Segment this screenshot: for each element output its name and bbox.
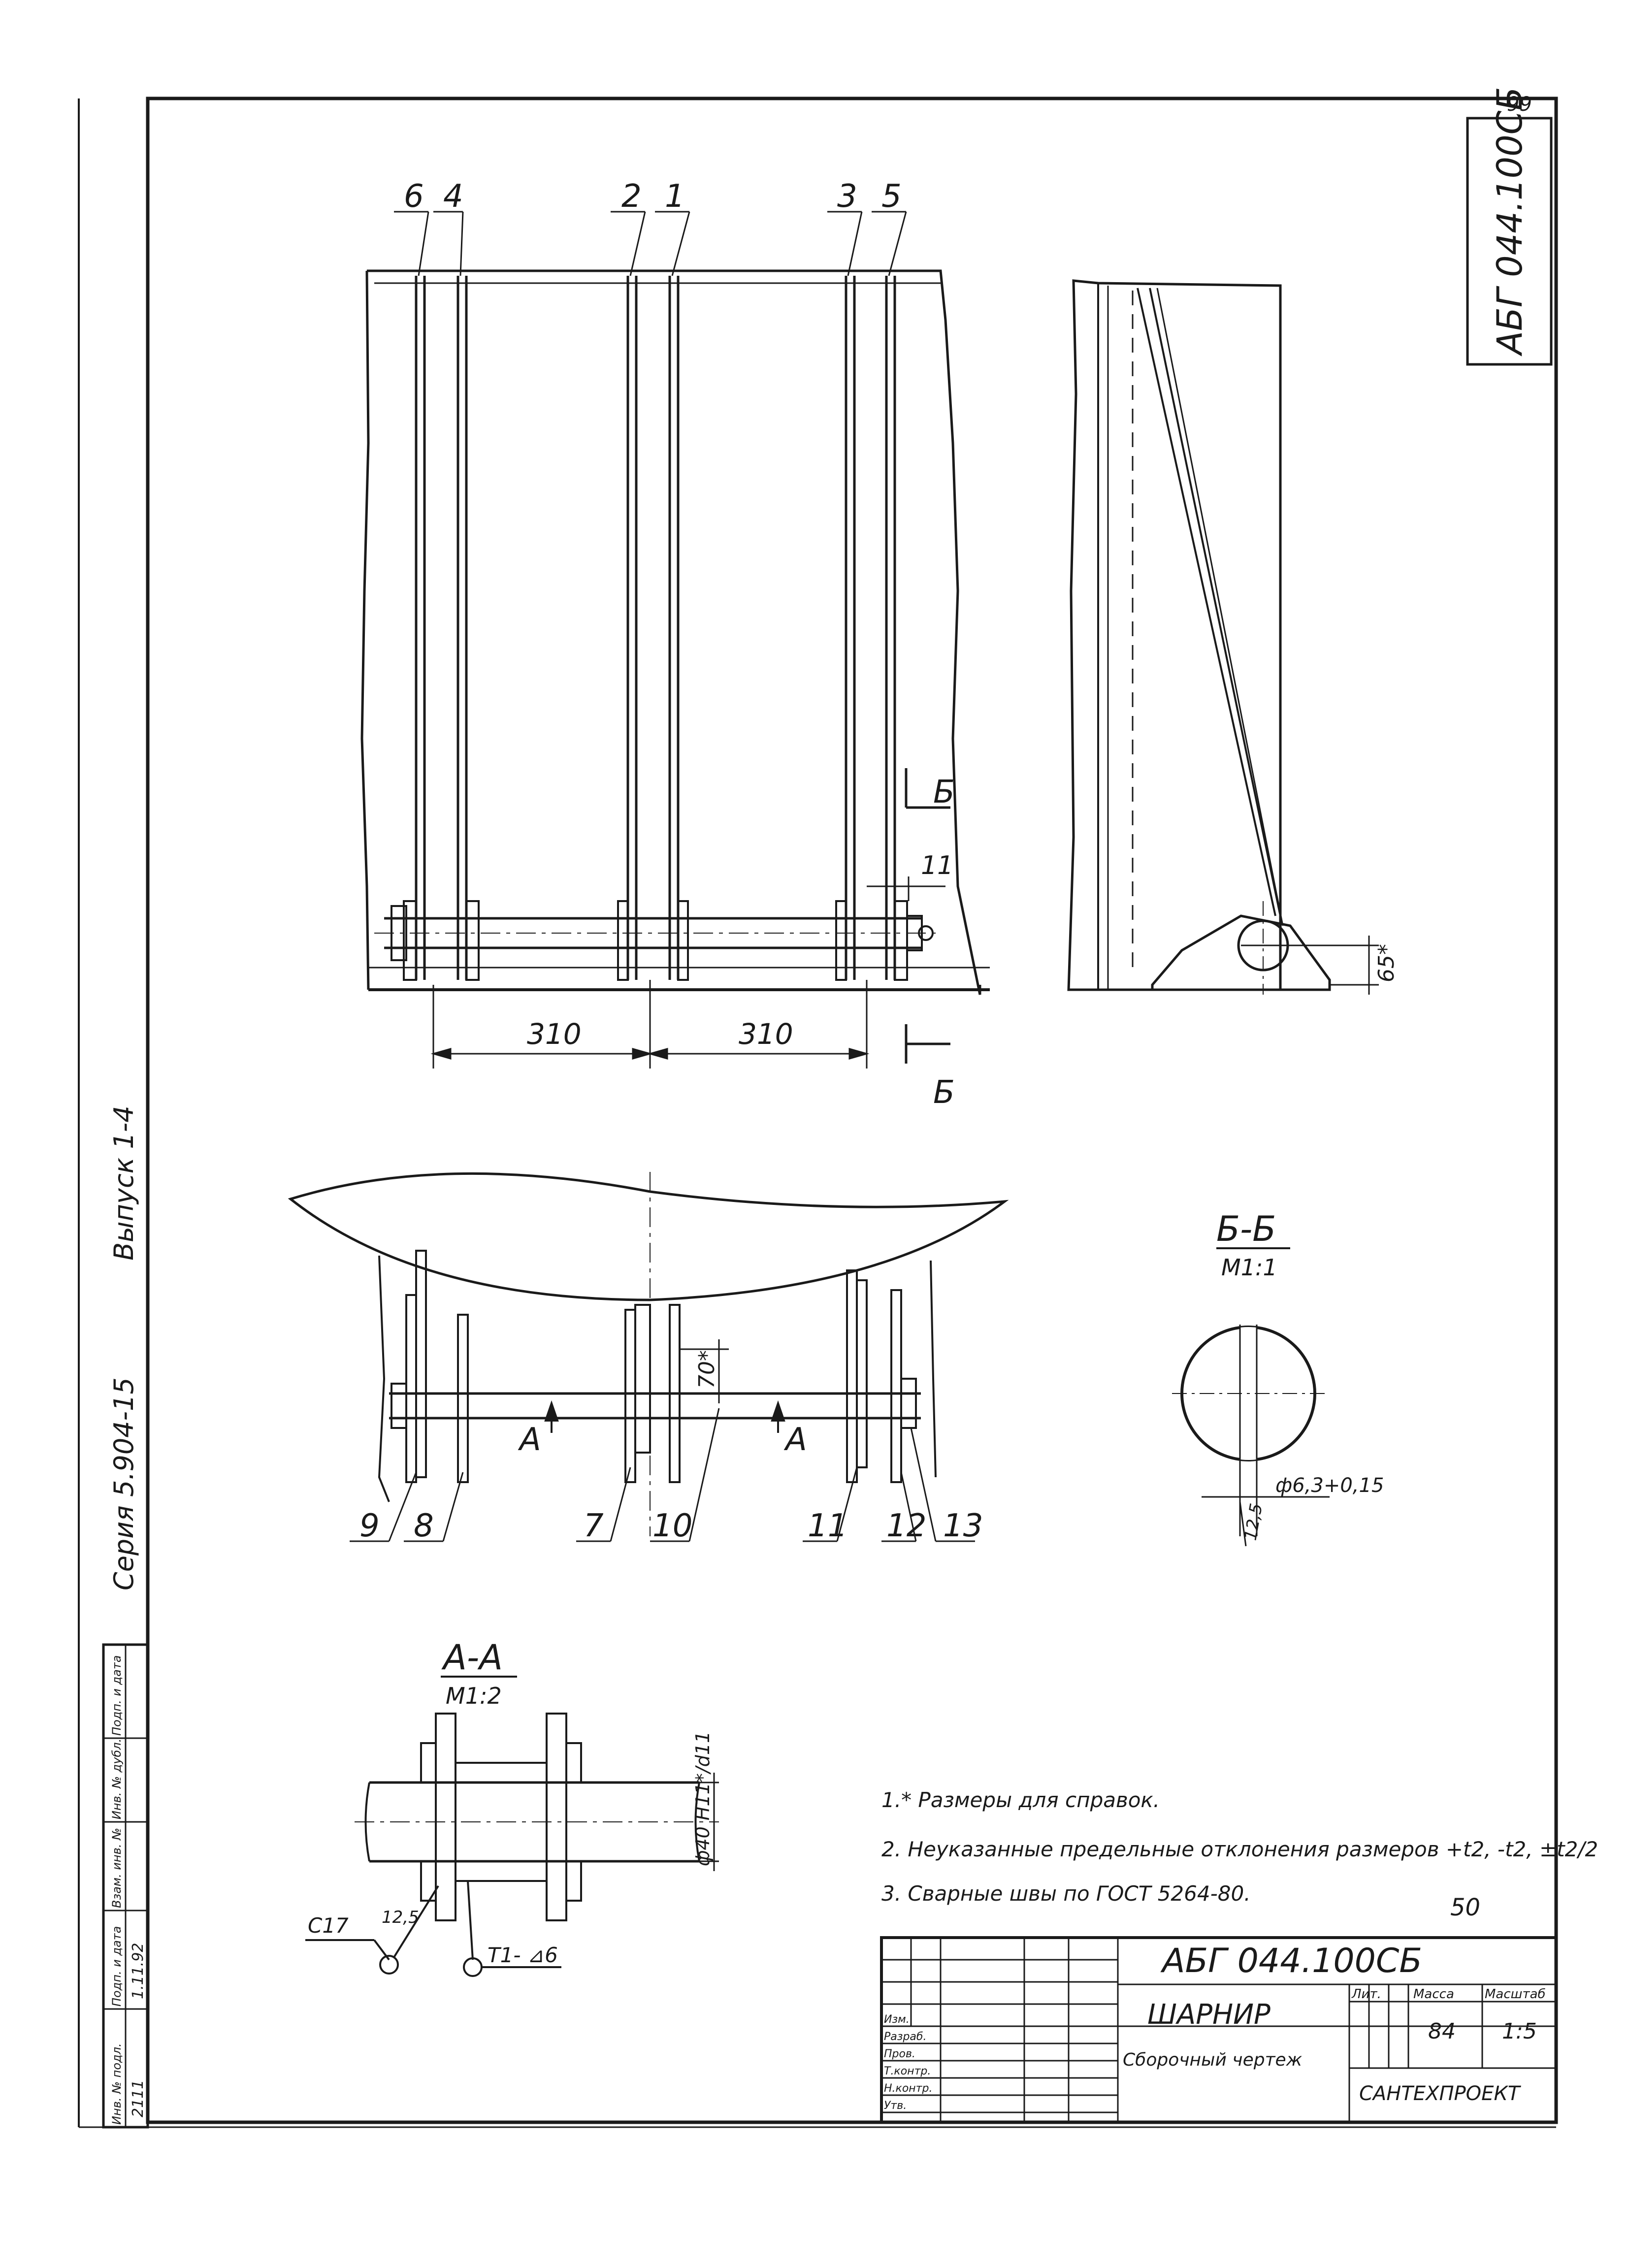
stamp-date: 1.11.92 (130, 1943, 147, 1999)
dim-70: 70* (694, 1350, 719, 1389)
callout-7: 7 (584, 1508, 604, 1544)
stamp-h4: Инв. № дубл. (110, 1739, 124, 1819)
plan-view: А А 70* 9 8 7 10 11 12 13 (288, 1172, 1009, 1544)
section-aa-title: А-А (441, 1637, 503, 1678)
title-mass: 84 (1428, 2019, 1456, 2044)
corner-code-box: АБГ 044.100СБ 99 (1466, 87, 1553, 366)
section-bb-scale: М1:1 (1221, 1254, 1277, 1281)
dim-dia-40: ф40 H11*/d11 (692, 1731, 714, 1866)
section-aa: А-А М1:2 ф40 H11*/d11 (305, 1637, 719, 1977)
front-view: 6 4 2 1 3 5 310 310 11 Б Б (360, 178, 990, 1111)
note-3: 3. Сварные швы по ГОСТ 5264-80. (881, 1881, 1251, 1906)
callout-1: 1 (665, 178, 685, 215)
callout-12: 12 (886, 1508, 926, 1544)
section-aa-scale: М1:2 (446, 1683, 502, 1709)
series-label: Серия 5.904-15 (108, 1377, 139, 1590)
title-row-nkontr: Н.контр. (884, 2082, 932, 2095)
callout-8: 8 (414, 1508, 434, 1544)
title-doc-type: Сборочный чертеж (1123, 2050, 1303, 2070)
weld-c17: С17 (308, 1913, 349, 1938)
sheet-frame (78, 97, 1558, 2128)
notes-block: 1.* Размеры для справок. 2. Неуказанные … (881, 1788, 1598, 1921)
dim-rough-12-5: 12,5 (1240, 1502, 1267, 1542)
note-1: 1.* Размеры для справок. (881, 1788, 1160, 1812)
section-mark-b-bottom: Б (933, 1074, 955, 1111)
note-2: 2. Неуказанные предельные отклонения раз… (881, 1837, 1598, 1861)
title-col-scale: Масштаб (1485, 1987, 1546, 2002)
weld-t1: Т1- ⊿6 (488, 1943, 558, 1967)
dim-65: 65* (1374, 944, 1399, 982)
callout-10: 10 (652, 1508, 692, 1544)
left-stamp: Инв. № подл. Подп. и дата Взам. инв. № И… (102, 1643, 149, 2129)
callout-2: 2 (621, 178, 642, 215)
callout-11: 11 (808, 1508, 847, 1544)
section-mark-b-top: Б (933, 774, 955, 810)
weld-c17-size: 12,5 (382, 1908, 419, 1927)
dim-11: 11 (921, 851, 953, 880)
section-mark-a-left: А (518, 1422, 541, 1458)
callout-3: 3 (837, 178, 857, 215)
title-row-utv: Утв. (884, 2100, 907, 2112)
title-col-lit: Лит. (1351, 1987, 1381, 2002)
title-scale: 1:5 (1502, 2019, 1537, 2044)
title-col-mass: Масса (1413, 1987, 1454, 2002)
title-row-tkontr: Т.контр. (884, 2065, 931, 2077)
title-row-izm: Изм. (884, 2013, 910, 2026)
side-view: 65* (1067, 279, 1399, 995)
callout-4: 4 (443, 178, 463, 215)
title-org: САНТЕХПРОЕКТ (1359, 2082, 1522, 2105)
callout-13: 13 (943, 1508, 983, 1544)
stamp-inv: 2111 (130, 2080, 147, 2117)
dim-dia-6-3: ф6,3+0,15 (1275, 1474, 1384, 1497)
stamp-h1: Инв. № подл. (110, 2043, 124, 2125)
section-bb: Б-Б М1:1 ф6,3+0,15 12,5 (1172, 1209, 1384, 1547)
title-name: ШАРНИР (1147, 1999, 1271, 2031)
callout-6: 6 (404, 178, 424, 215)
title-row-razrab: Разраб. (884, 2031, 926, 2043)
section-aa-plates (420, 1713, 582, 1921)
section-mark-a-right: А (783, 1422, 807, 1458)
section-bb-title: Б-Б (1216, 1209, 1276, 1249)
title-code: АБГ 044.100СБ (1160, 1942, 1422, 1980)
title-block: АБГ 044.100СБ ШАРНИР Сборочный чертеж Ли… (880, 1936, 1558, 2124)
issue-label: Выпуск 1-4 (108, 1105, 139, 1261)
corner-code-text: АБГ 044.100СБ (1490, 87, 1530, 356)
sheet-mark-top: 99 (1507, 93, 1532, 116)
dim-310-right: 310 (739, 1017, 793, 1051)
page-number: 50 (1450, 1894, 1480, 1921)
stamp-h3: Взам. инв. № (110, 1828, 124, 1908)
callout-5: 5 (881, 178, 902, 215)
dim-310-left: 310 (527, 1017, 582, 1051)
stamp-h2: Подп. и дата (110, 1926, 124, 2007)
stamp-h5: Подп. и дата (110, 1655, 124, 1736)
title-row-prov: Пров. (884, 2048, 915, 2060)
callout-9: 9 (359, 1508, 380, 1544)
